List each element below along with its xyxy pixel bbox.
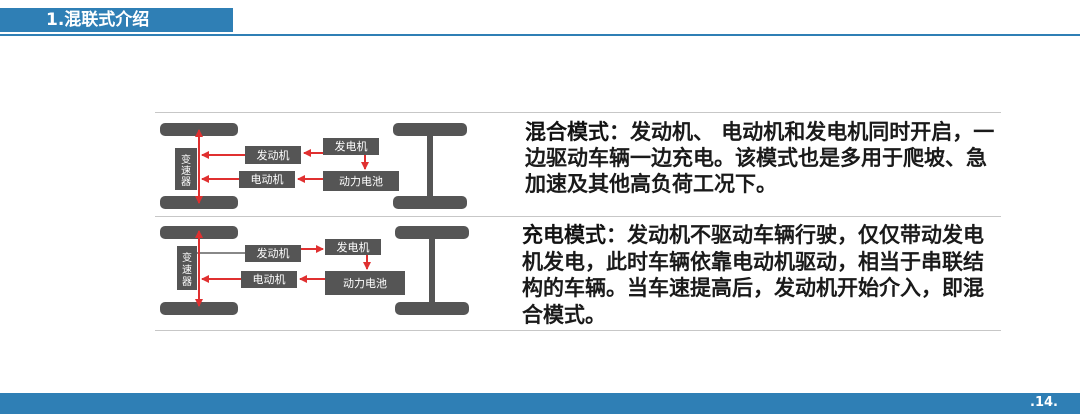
hybrid-mode-description: ：发动机、 电动机和发电机同时开启，一边驱动车辆一边充电。该模式也是多用于爬坡、… [525,120,995,196]
generator-block [325,239,381,255]
section-title: 1.混联式介绍 [0,8,233,32]
front-right-wheel [393,123,467,136]
engine-block [245,245,301,262]
rear-axle [427,136,433,196]
gearbox-label-3: 器 [182,276,192,288]
gearbox-label-3: 器 [181,176,191,188]
hybrid-mode-panel: 变 速 器 发动机 发电机 电动机 动力电池 混合模式：发动机、 电动机和发电机… [155,112,1001,217]
header-rule [0,34,1080,36]
page-number: .14. [1030,395,1058,410]
gearbox-label-2: 速 [182,264,192,276]
generator-label: 发电机 [337,240,370,254]
hybrid-mode-diagram: 变 速 器 发动机 发电机 电动机 动力电池 [160,123,467,209]
battery-label: 动力电池 [339,175,383,188]
charging-mode-diagram: 变 速 器 发动机 发电机 电动机 动力电池 [160,226,469,315]
footer-bar: .14. [0,393,1080,414]
generator-label: 发电机 [335,139,368,153]
rear-left-wheel [160,302,238,315]
battery-block [323,171,399,191]
engine-label: 发动机 [257,246,290,260]
gearbox-label-1: 变 [182,251,192,264]
gearbox-label-2: 速 [181,165,191,177]
motor-label: 电动机 [253,272,286,286]
battery-block [325,271,405,295]
charging-mode-text: 充电模式：发动机不驱动车辆行驶，仅仅带动发电机发电，此时车辆依靠电动机驱动，相当… [522,222,992,328]
charging-mode-description: ：发动机不驱动车辆行驶，仅仅带动发电机发电，此时车辆依靠电动机驱动，相当于串联结… [522,223,984,327]
gearbox-block [177,246,197,290]
motor-block [241,271,297,288]
hybrid-mode-title: 混合模式 [525,120,609,144]
rear-right-wheel [395,302,469,315]
motor-block [239,171,295,188]
charging-mode-panel: 变 速 器 发动机 发电机 电动机 动力电池 充电模式：发动机不驱动车辆行驶，仅… [155,218,1001,331]
gearbox-label-1: 变 [181,153,191,166]
charging-mode-title: 充电模式 [522,223,606,247]
rear-axle [429,239,435,302]
generator-block [323,138,379,155]
engine-block [245,146,301,164]
battery-label: 动力电池 [343,277,387,290]
engine-label: 发动机 [257,148,290,162]
gearbox-block [175,148,197,190]
motor-label: 电动机 [251,172,284,186]
rear-right-wheel [393,196,467,209]
front-right-wheel [395,226,469,239]
hybrid-mode-text: 混合模式：发动机、 电动机和发电机同时开启，一边驱动车辆一边充电。该模式也是多用… [525,119,995,197]
